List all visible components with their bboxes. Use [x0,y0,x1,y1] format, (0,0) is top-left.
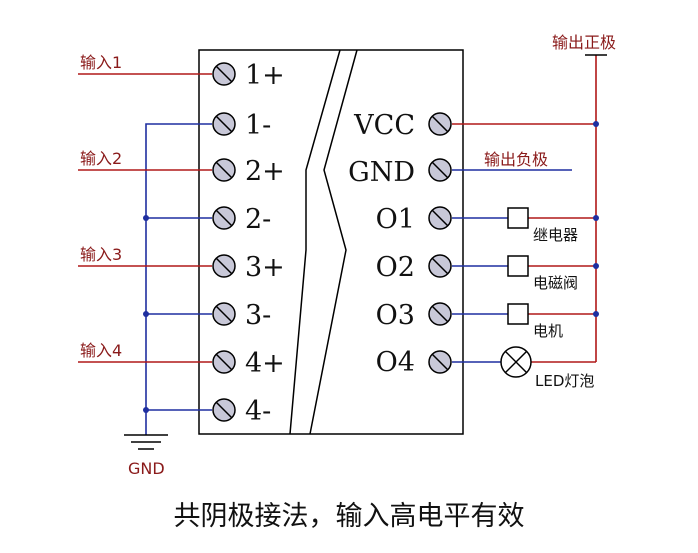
pin-label-o2: O2 [376,252,415,283]
terminal-screw-icon [428,254,452,278]
terminal-screw-icon [428,112,452,136]
pin-label-o3: O3 [376,300,415,331]
relay-label: 继电器 [533,226,578,244]
terminal-screw-icon [428,350,452,374]
output-negative-label: 输出负极 [484,150,548,169]
pin-label-4-minus: 4- [245,396,271,427]
terminal-screw-icon [212,302,236,326]
led-lamp-label: LED灯泡 [535,372,594,390]
solenoid-valve-label: 电磁阀 [533,274,578,292]
junction-dot [593,121,599,127]
terminal-screw-icon [212,112,236,136]
terminal-screw-icon [212,62,236,86]
input-wires [78,73,212,363]
output-positive-wiring [452,54,607,363]
junction-dot [593,263,599,269]
output-positive-label: 输出正极 [552,33,616,52]
pin-label-3-plus: 3+ [245,252,285,283]
pin-label-4-plus: 4+ [245,348,285,379]
pin-label-1-minus: 1- [245,110,271,141]
terminal-screw-icon [212,206,236,230]
terminal-screw-icon [428,206,452,230]
terminal-screw-icon [428,158,452,182]
terminal-screw-icon [212,158,236,182]
left-terminals [212,62,236,422]
motor-label: 电机 [533,322,563,340]
junction-dot [143,215,149,221]
pin-label-2-plus: 2+ [245,156,285,187]
right-terminals [428,112,452,374]
module-break-line-left [289,49,341,435]
solenoid-valve-icon [507,255,529,277]
lamp-icon [500,346,532,378]
junction-dot [593,215,599,221]
ground-wiring [143,123,212,435]
motor-icon [507,303,529,325]
junction-dot [143,311,149,317]
relay-coil-icon [507,207,529,229]
module-body [198,49,464,435]
terminal-screw-icon [212,350,236,374]
pin-label-3-minus: 3- [245,300,271,331]
input-2-label: 输入2 [80,149,122,168]
input-3-label: 输入3 [80,245,122,264]
pin-label-vcc: VCC [353,110,415,141]
output-negative-wiring [452,169,572,363]
junction-dot [593,311,599,317]
terminal-screw-icon [428,302,452,326]
module-break-line-right [309,49,358,435]
pin-label-2-minus: 2- [245,204,271,235]
pin-label-gnd: GND [348,157,415,188]
terminal-screw-icon [212,398,236,422]
ground-symbol [124,434,168,450]
gnd-label: GND [128,459,165,478]
input-1-label: 输入1 [80,53,122,72]
pin-label-o1: O1 [376,204,415,235]
diagram-caption: 共阴极接法，输入高电平有效 [174,501,525,532]
pin-label-1-plus: 1+ [245,60,285,91]
pin-label-o4: O4 [376,347,415,378]
terminal-screw-icon [212,254,236,278]
input-4-label: 输入4 [80,341,122,360]
